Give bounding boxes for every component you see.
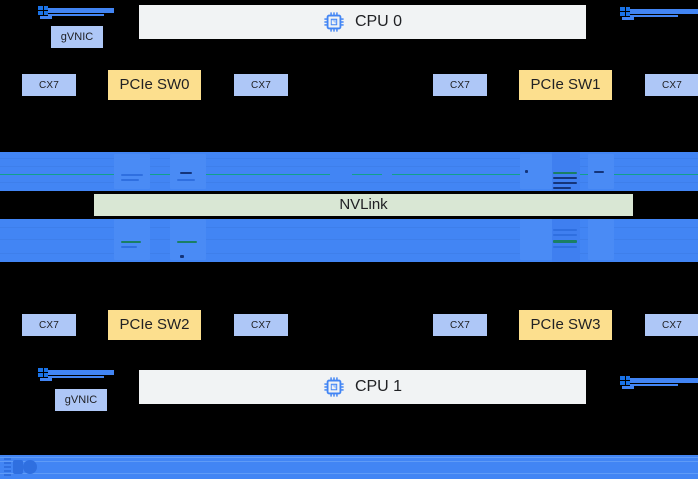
cx7-label: CX7 [661,79,683,91]
pcie-switch-label: PCIe SW0 [119,75,190,93]
pcie-switch-label: PCIe SW3 [530,315,601,333]
cx7-box-top-1: CX7 [234,74,288,96]
gvnic-badge-bottom-left: gVNIC [55,389,107,411]
network-cable-icon-top-right [620,6,698,24]
cx7-box-top-2: CX7 [433,74,487,96]
network-cable-icon [38,4,114,22]
cx7-box-bottom-1: CX7 [234,314,288,336]
network-cable-icon-bottom-right [620,375,698,393]
network-fabric-icon [4,457,38,477]
gpu-row-upper-band [0,152,698,191]
gvnic-label: gVNIC [60,30,94,43]
cpu-0-label: CPU 0 [354,13,403,31]
gvnic-label: gVNIC [64,393,98,406]
cx7-box-bottom-3: CX7 [645,314,698,336]
nvlink-bar: NVLink [94,194,633,216]
cpu-1-label: CPU 1 [354,378,403,396]
cpu-1-box: CPU 1 [139,370,586,404]
cx7-box-top-0: CX7 [22,74,76,96]
pcie-switch-0: PCIe SW0 [108,70,201,100]
nvlink-label: NVLink [339,195,388,213]
gvnic-badge-top-left: gVNIC [51,26,103,48]
cx7-box-bottom-0: CX7 [22,314,76,336]
cx7-box-top-3: CX7 [645,74,698,96]
network-fabric-bar [0,455,698,479]
gpu-row-lower-band [0,219,698,262]
pcie-switch-3: PCIe SW3 [519,310,612,340]
cx7-label: CX7 [661,319,683,331]
cpu-0-box: CPU 0 [139,5,586,39]
cx7-label: CX7 [449,79,471,91]
pcie-switch-1: PCIe SW1 [519,70,612,100]
cpu-chip-icon [323,11,345,33]
cx7-label: CX7 [38,79,60,91]
network-cable-icon-bottom-left [38,366,114,384]
pcie-switch-label: PCIe SW1 [530,75,601,93]
cx7-label: CX7 [250,319,272,331]
cx7-box-bottom-2: CX7 [433,314,487,336]
pcie-switch-2: PCIe SW2 [108,310,201,340]
cpu-chip-icon [323,376,345,398]
cx7-label: CX7 [449,319,471,331]
cx7-label: CX7 [250,79,272,91]
cx7-label: CX7 [38,319,60,331]
pcie-switch-label: PCIe SW2 [119,315,190,333]
